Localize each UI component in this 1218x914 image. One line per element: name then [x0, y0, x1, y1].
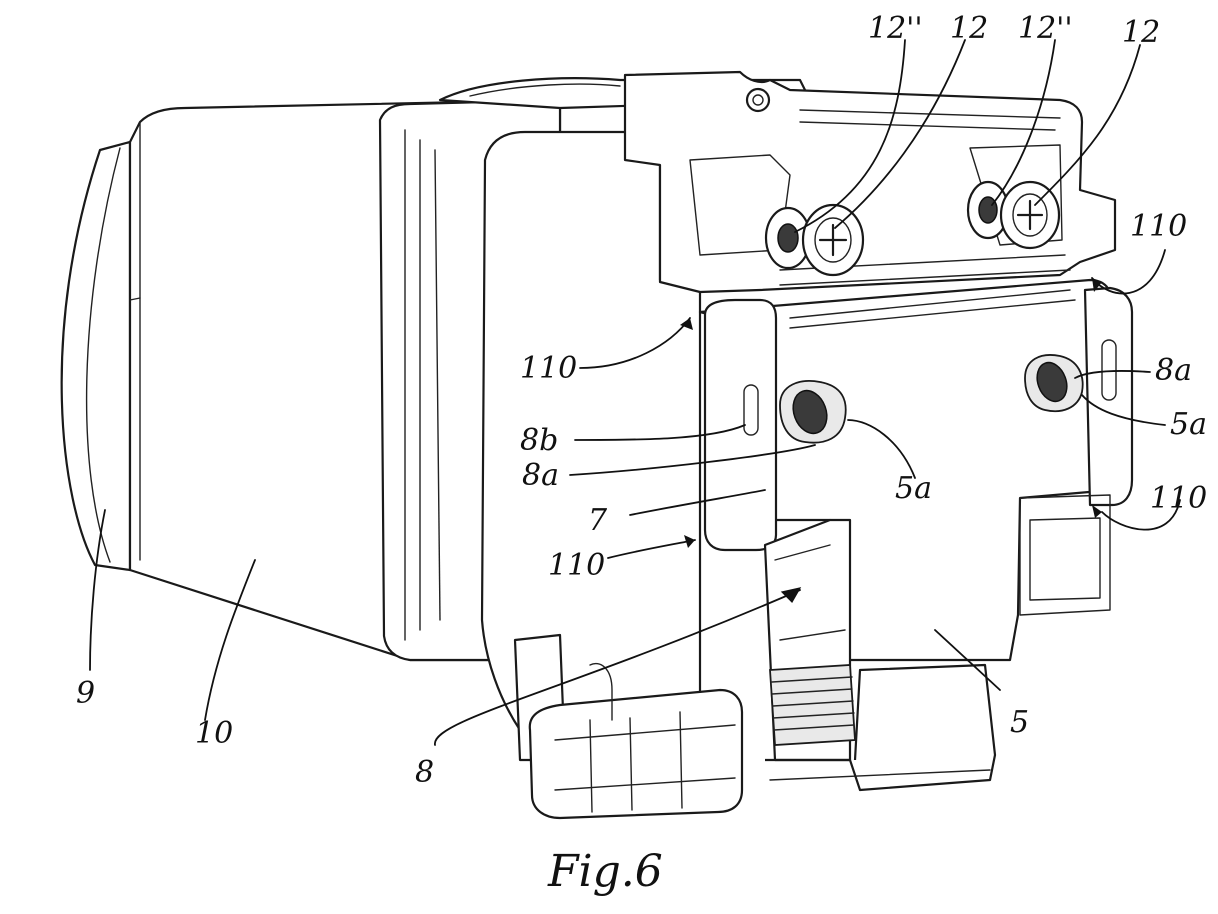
label-12pp-left: 12''	[868, 11, 923, 46]
connector-8	[763, 518, 997, 792]
screw-right-12	[999, 180, 1061, 250]
opening-8a-right	[1024, 354, 1084, 413]
arrowhead-110-a	[1092, 278, 1102, 292]
arrowhead-110-c	[1092, 505, 1102, 518]
label-8: 8	[415, 755, 434, 790]
leader-lines	[89, 39, 1181, 746]
label-110-right-top: 110	[1130, 209, 1187, 244]
slide-plate-5	[698, 278, 1134, 662]
lower-clamp	[513, 633, 744, 820]
label-12pp-right: 12''	[1018, 11, 1073, 46]
label-8b: 8b	[520, 423, 558, 458]
arrowhead-110-d	[684, 535, 695, 548]
rear-cap-9	[60, 140, 132, 572]
label-110-right-bottom: 110	[1150, 481, 1207, 516]
opening-8a-left	[779, 380, 847, 444]
label-5: 5	[1010, 705, 1029, 740]
label-110-left-bottom: 110	[548, 548, 605, 583]
label-8a-right: 8a	[1155, 353, 1192, 388]
label-110-left-top: 110	[520, 351, 577, 386]
arrowhead-8	[780, 587, 802, 603]
screw-left-12	[801, 203, 865, 277]
label-5a-center: 5a	[895, 471, 932, 506]
label-5a-right: 5a	[1170, 407, 1207, 442]
figure-caption: Fig.6	[547, 846, 663, 897]
label-8a-left: 8a	[522, 458, 559, 493]
label-9: 9	[76, 676, 95, 711]
label-12-left: 12	[950, 11, 988, 46]
arrowhead-110-b	[680, 318, 693, 330]
label-7: 7	[588, 503, 608, 538]
label-12-right: 12	[1122, 15, 1160, 50]
label-10: 10	[195, 716, 233, 751]
